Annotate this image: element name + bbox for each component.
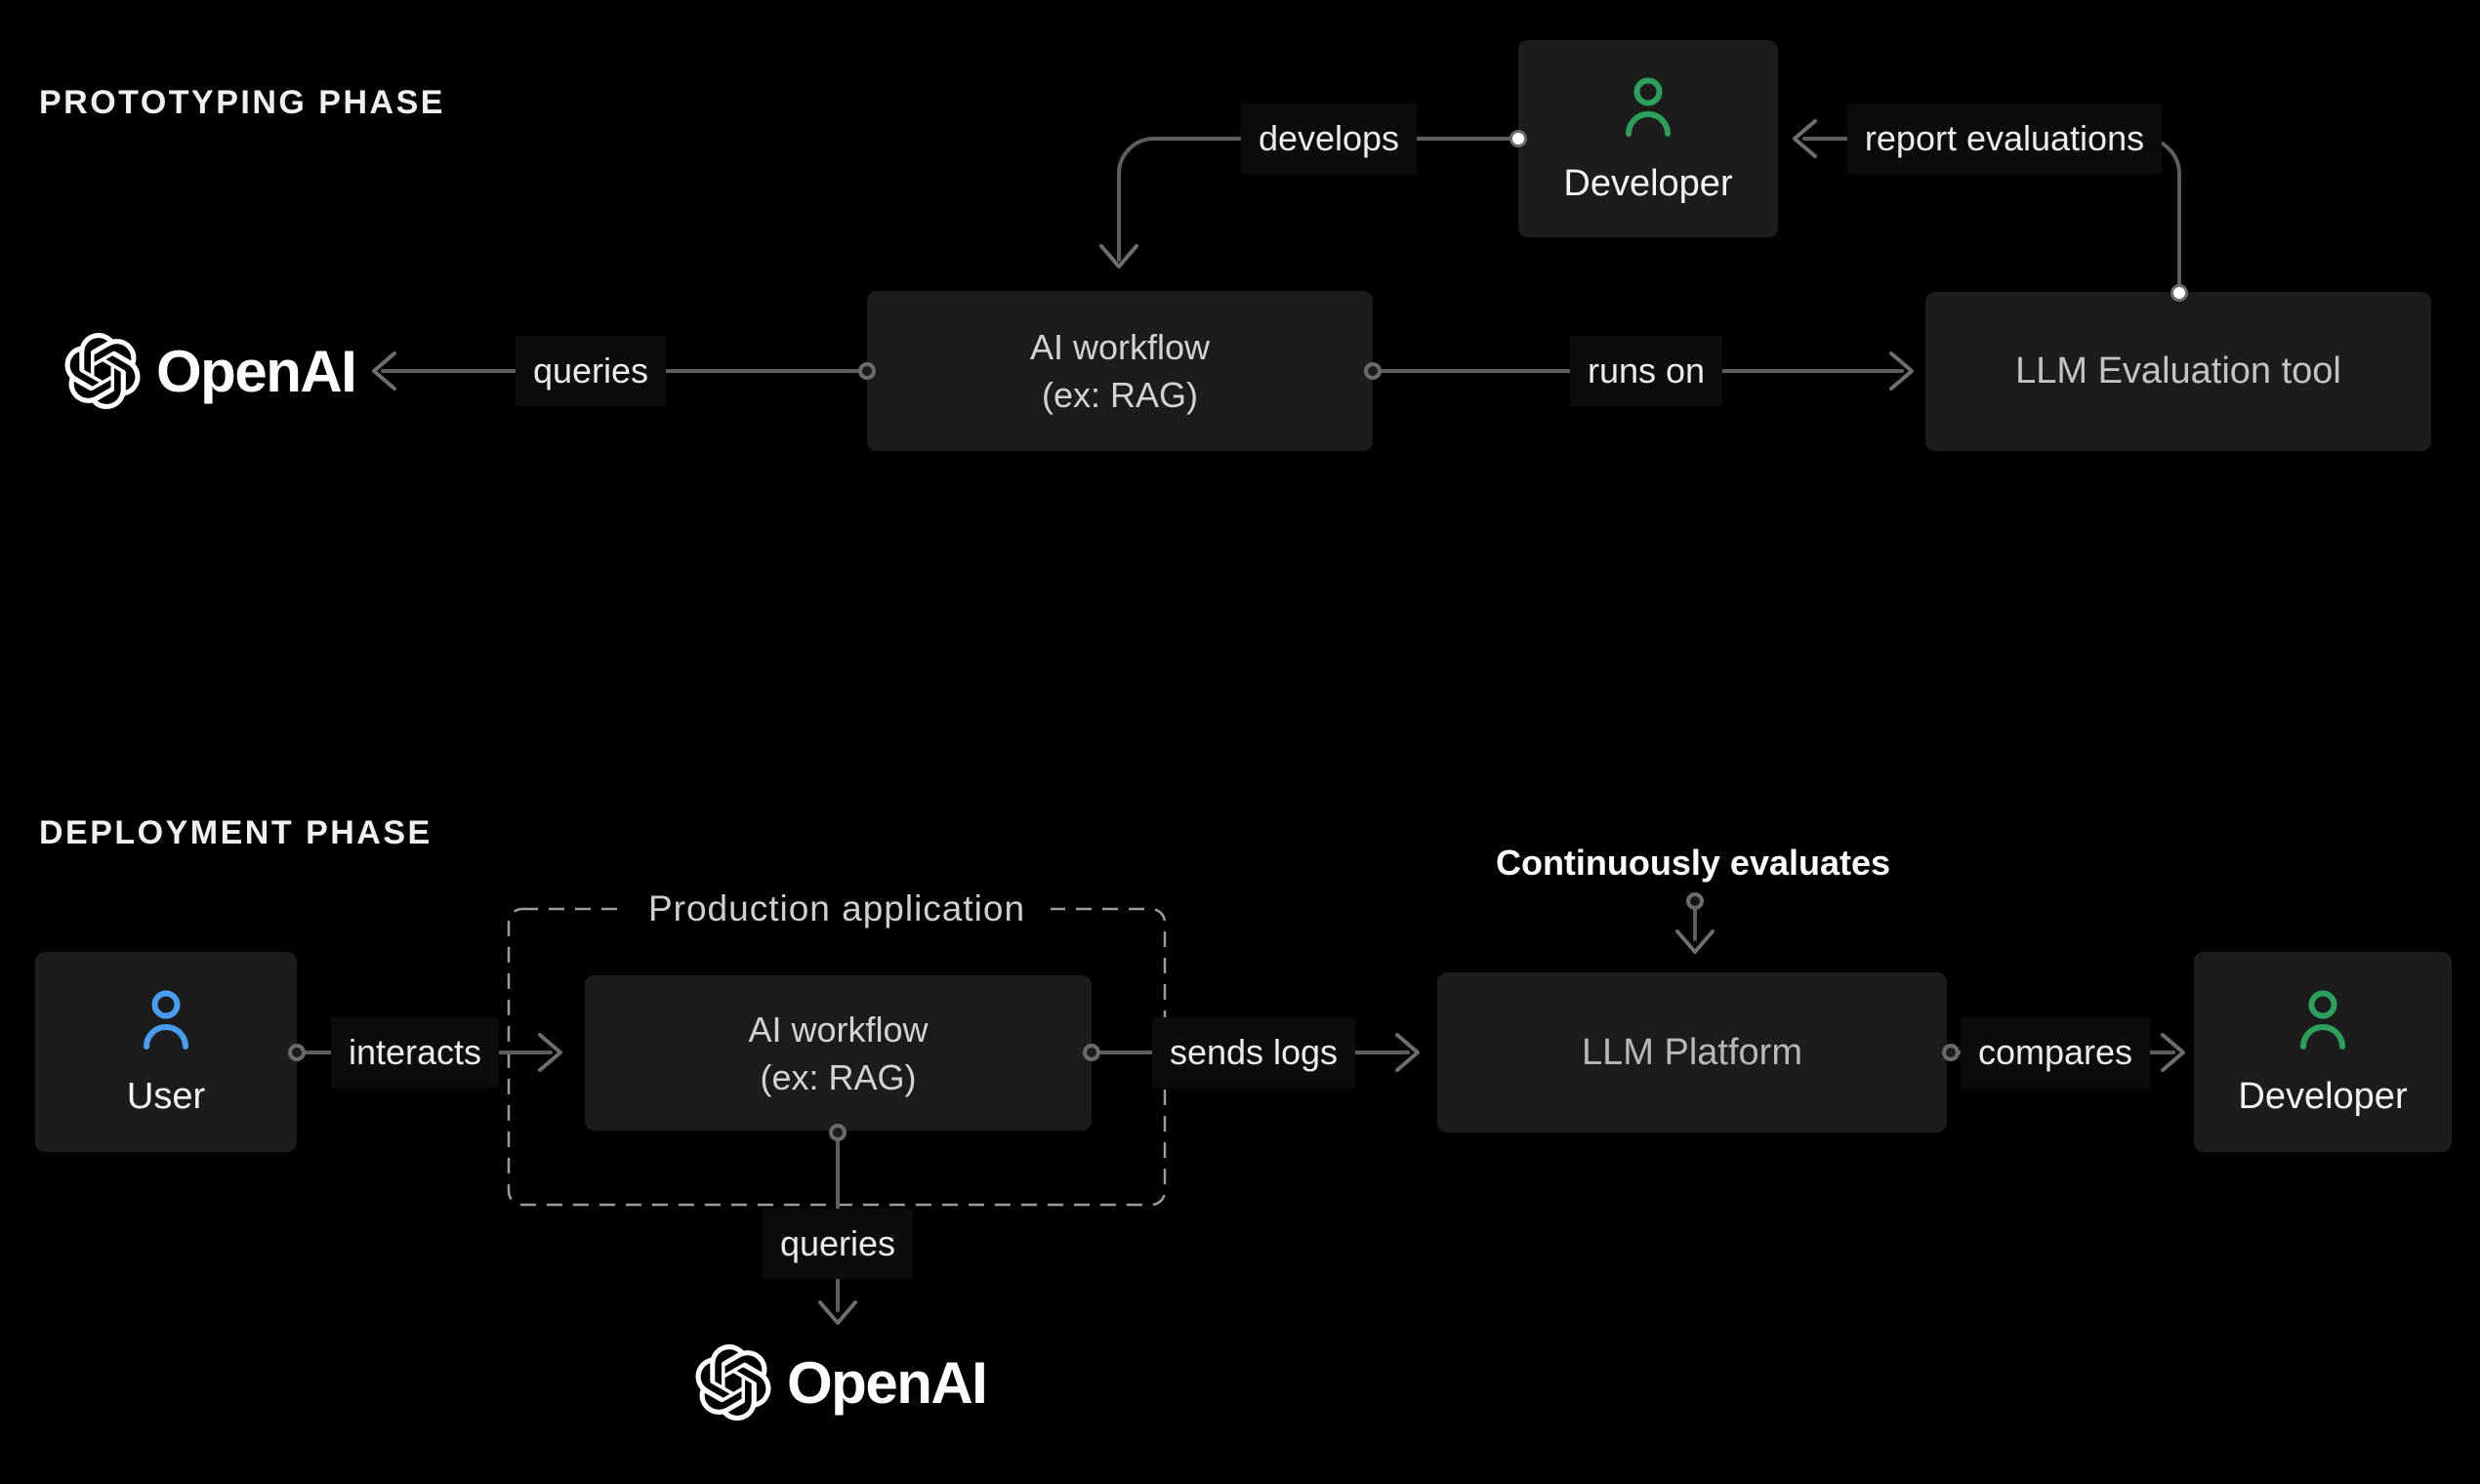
edge-label-queries-prototyping: queries: [515, 336, 667, 406]
edge-label-report-evaluations: report evaluations: [1846, 103, 2163, 174]
node-label-line2: (ex: RAG): [760, 1056, 917, 1097]
edge-continuously-evaluates: [1675, 892, 1715, 954]
deployment-phase-title: DEPLOYMENT PHASE: [39, 814, 433, 851]
edge-label-queries-deployment: queries: [762, 1209, 914, 1279]
connector-ring: [1364, 362, 1382, 380]
edge-label-interacts: interacts: [330, 1017, 500, 1088]
node-developer-prototyping: Developer: [1518, 40, 1778, 237]
node-user: User: [35, 952, 297, 1152]
prototyping-phase-title: PROTOTYPING PHASE: [39, 84, 445, 121]
openai-node-deployment: OpenAI: [695, 1341, 988, 1423]
connector-ring: [858, 362, 876, 380]
arrowhead-left: [1793, 119, 1817, 158]
production-application-label: Production application: [622, 883, 1052, 935]
openai-logo-icon: [64, 333, 141, 409]
node-label: LLM Platform: [1582, 1031, 1802, 1073]
person-icon: [2300, 990, 2345, 1050]
node-llm-platform: LLM Platform: [1437, 972, 1947, 1133]
person-icon: [144, 990, 188, 1050]
arrowhead-right: [1395, 1033, 1420, 1072]
arrowhead-left: [372, 351, 396, 391]
connector-ring: [1686, 892, 1704, 910]
node-label: User: [126, 1076, 206, 1117]
node-ai-workflow-deployment: AI workflow (ex: RAG): [585, 975, 1092, 1131]
arrowhead-right: [1889, 351, 1914, 391]
node-label: Developer: [1563, 162, 1733, 204]
connector-dot: [2170, 284, 2188, 302]
connector-ring: [829, 1124, 847, 1141]
node-label-line2: (ex: RAG): [1041, 375, 1198, 415]
node-label-line1: AI workflow: [748, 1009, 929, 1050]
arrowhead-down: [1675, 929, 1715, 954]
openai-logo-icon: [695, 1344, 771, 1421]
node-label: LLM Evaluation tool: [2015, 350, 2341, 392]
connector-ring: [1942, 1044, 1960, 1061]
edge-label-runs-on: runs on: [1569, 336, 1723, 406]
edge-label-sends-logs: sends logs: [1151, 1017, 1356, 1088]
openai-node-prototyping: OpenAI: [64, 330, 357, 412]
edge-develops: [1099, 130, 1527, 268]
connector-dot: [1509, 130, 1527, 147]
openai-wordmark: OpenAI: [787, 1349, 988, 1416]
edge-label-compares: compares: [1960, 1017, 2151, 1088]
connector-ring: [288, 1044, 306, 1061]
arrowhead-down: [1099, 244, 1138, 268]
person-icon: [1626, 77, 1671, 137]
node-llm-evaluation-tool: LLM Evaluation tool: [1925, 292, 2431, 451]
node-developer-deployment: Developer: [2194, 952, 2452, 1152]
edge-label-continuously-evaluates: Continuously evaluates: [1495, 843, 1891, 883]
connector-ring: [1083, 1044, 1100, 1061]
arrowhead-down: [818, 1300, 857, 1325]
edge-label-develops: develops: [1240, 103, 1418, 174]
arrowhead-right: [538, 1033, 562, 1072]
node-label: Developer: [2238, 1076, 2408, 1117]
node-ai-workflow-prototyping: AI workflow (ex: RAG): [867, 291, 1373, 451]
openai-wordmark: OpenAI: [156, 338, 357, 404]
arrowhead-right: [2161, 1033, 2185, 1072]
node-label-line1: AI workflow: [1029, 327, 1211, 367]
